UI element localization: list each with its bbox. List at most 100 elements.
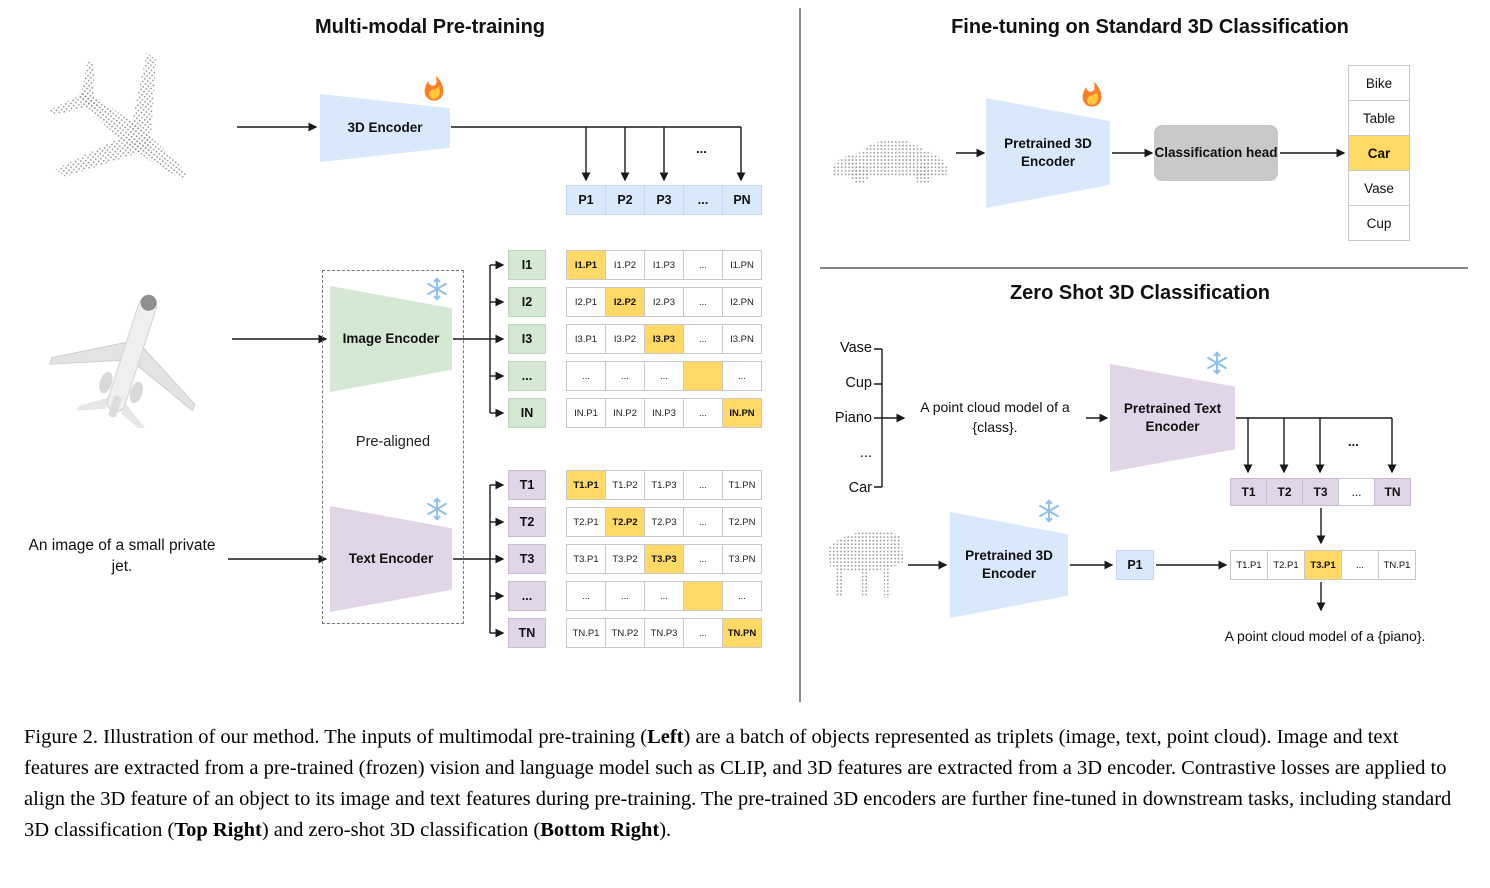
class-cell: Car	[1348, 135, 1410, 171]
caption-bold-text: Bottom Right	[540, 819, 660, 842]
matrix-cell: ...	[683, 618, 723, 648]
matrix-cell: I3.P3	[644, 324, 684, 354]
caption-text: Figure 2. Illustration of our method. Th…	[24, 726, 648, 748]
caption-bold-text: Top Right	[174, 819, 262, 842]
matrix-cell: IN.PN	[722, 398, 762, 428]
text-feature-cell: T2	[508, 507, 546, 537]
t-feature-cell: ...	[1338, 478, 1375, 506]
matrix-cell: I1.P1	[566, 250, 606, 280]
matrix-cell: T3.P3	[644, 544, 684, 574]
zeroshot-3d-encoder-label: Pretrained 3D Encoder	[965, 548, 1053, 581]
matrix-cell: ...	[722, 581, 762, 611]
pretraining-title: Multi-modal Pre-training	[315, 16, 545, 38]
car-point-cloud	[832, 139, 948, 184]
image-feature-cell: I2	[508, 287, 546, 317]
matrix-cell: ...	[683, 544, 723, 574]
matrix-cell: IN.P1	[566, 398, 606, 428]
matrix-cell: I2.P3	[644, 287, 684, 317]
caption-bold-text: Left	[647, 726, 684, 748]
prompt-text: A point cloud model of a {class}.	[920, 399, 1070, 435]
class-cell: Cup	[1348, 205, 1410, 241]
matrix-cell: ...	[683, 250, 723, 280]
pretrained-text-encoder-label: Pretrained Text Encoder	[1123, 401, 1222, 434]
class-name: Car	[848, 480, 872, 496]
pretrained-3d-encoder-label: Pretrained 3D Encoder	[1004, 136, 1092, 169]
flame-icon	[1082, 81, 1102, 107]
flame-icon	[424, 75, 444, 101]
matrix-cell: ...	[566, 581, 606, 611]
matrix-cell: T2.P2	[605, 507, 645, 537]
text-feature-cell: ...	[508, 581, 546, 611]
matrix-cell: T1.P1	[566, 470, 606, 500]
p-feature-cell: ...	[683, 185, 723, 215]
matrix-cell: TN.P2	[605, 618, 645, 648]
matrix-cell	[683, 581, 723, 611]
caption-text: ).	[659, 819, 672, 842]
similarity-cell: T2.P1	[1267, 550, 1305, 580]
matrix-cell: T1.P2	[605, 470, 645, 500]
classification-head-label: Classification head	[1154, 145, 1278, 161]
image-caption-text: An image of a small private jet.	[28, 537, 216, 575]
matrix-cell: ...	[722, 361, 762, 391]
matrix-cell: I1.P3	[644, 250, 684, 280]
matrix-cell: ...	[683, 470, 723, 500]
similarity-cell: T3.P1	[1304, 550, 1342, 580]
airplane-photo	[36, 286, 226, 428]
matrix-cell: I1.PN	[722, 250, 762, 280]
matrix-cell: ...	[644, 361, 684, 391]
pre-aligned-label: Pre-aligned	[355, 434, 431, 450]
matrix-cell: I2.PN	[722, 287, 762, 317]
matrix-cell: ...	[605, 361, 645, 391]
matrix-cell: ...	[683, 287, 723, 317]
piano-point-cloud	[828, 530, 904, 598]
image-feature-cell: ...	[508, 361, 546, 391]
matrix-cell: ...	[683, 507, 723, 537]
matrix-cell: T2.P3	[644, 507, 684, 537]
p-feature-cell: PN	[722, 185, 762, 215]
p1-feature-cell: P1	[1116, 550, 1154, 580]
figure: Multi-modal Pre-training 3D Encoder ... …	[28, 8, 1468, 702]
snowflake-icon	[427, 497, 447, 521]
caption-text: ) are a batch of objects represented as …	[24, 726, 1452, 842]
matrix-cell: I2.P1	[566, 287, 606, 317]
t-feature-cell: T1	[1230, 478, 1267, 506]
class-cell: Vase	[1348, 170, 1410, 206]
text-encoder-label: Text Encoder	[348, 551, 434, 567]
matrix-cell: TN.P3	[644, 618, 684, 648]
p-feature-cell: P2	[605, 185, 645, 215]
matrix-cell: I2.P2	[605, 287, 645, 317]
class-name: Cup	[845, 375, 872, 391]
matrix-cell	[683, 361, 723, 391]
matrix-cell: T1.PN	[722, 470, 762, 500]
matrix-cell: T3.PN	[722, 544, 762, 574]
snowflake-icon	[1207, 351, 1227, 375]
zeroshot-title: Zero Shot 3D Classification	[1009, 282, 1271, 304]
output-text: A point cloud model of a {piano}.	[1224, 628, 1426, 644]
text-feature-cell: TN	[508, 618, 546, 648]
matrix-cell: ...	[566, 361, 606, 391]
ellipsis-label: ...	[1348, 434, 1359, 449]
ellipsis-label: ...	[696, 141, 707, 156]
class-name: ...	[859, 445, 872, 461]
matrix-cell: ...	[644, 581, 684, 611]
matrix-row: ............	[566, 581, 762, 611]
caption-text: ) and zero-shot 3D classification (	[261, 819, 541, 842]
matrix-cell: ...	[683, 398, 723, 428]
snowflake-icon	[427, 277, 447, 301]
figure-caption: Figure 2. Illustration of our method. Th…	[24, 722, 1468, 847]
matrix-cell: ...	[605, 581, 645, 611]
matrix-cell: I3.P1	[566, 324, 606, 354]
